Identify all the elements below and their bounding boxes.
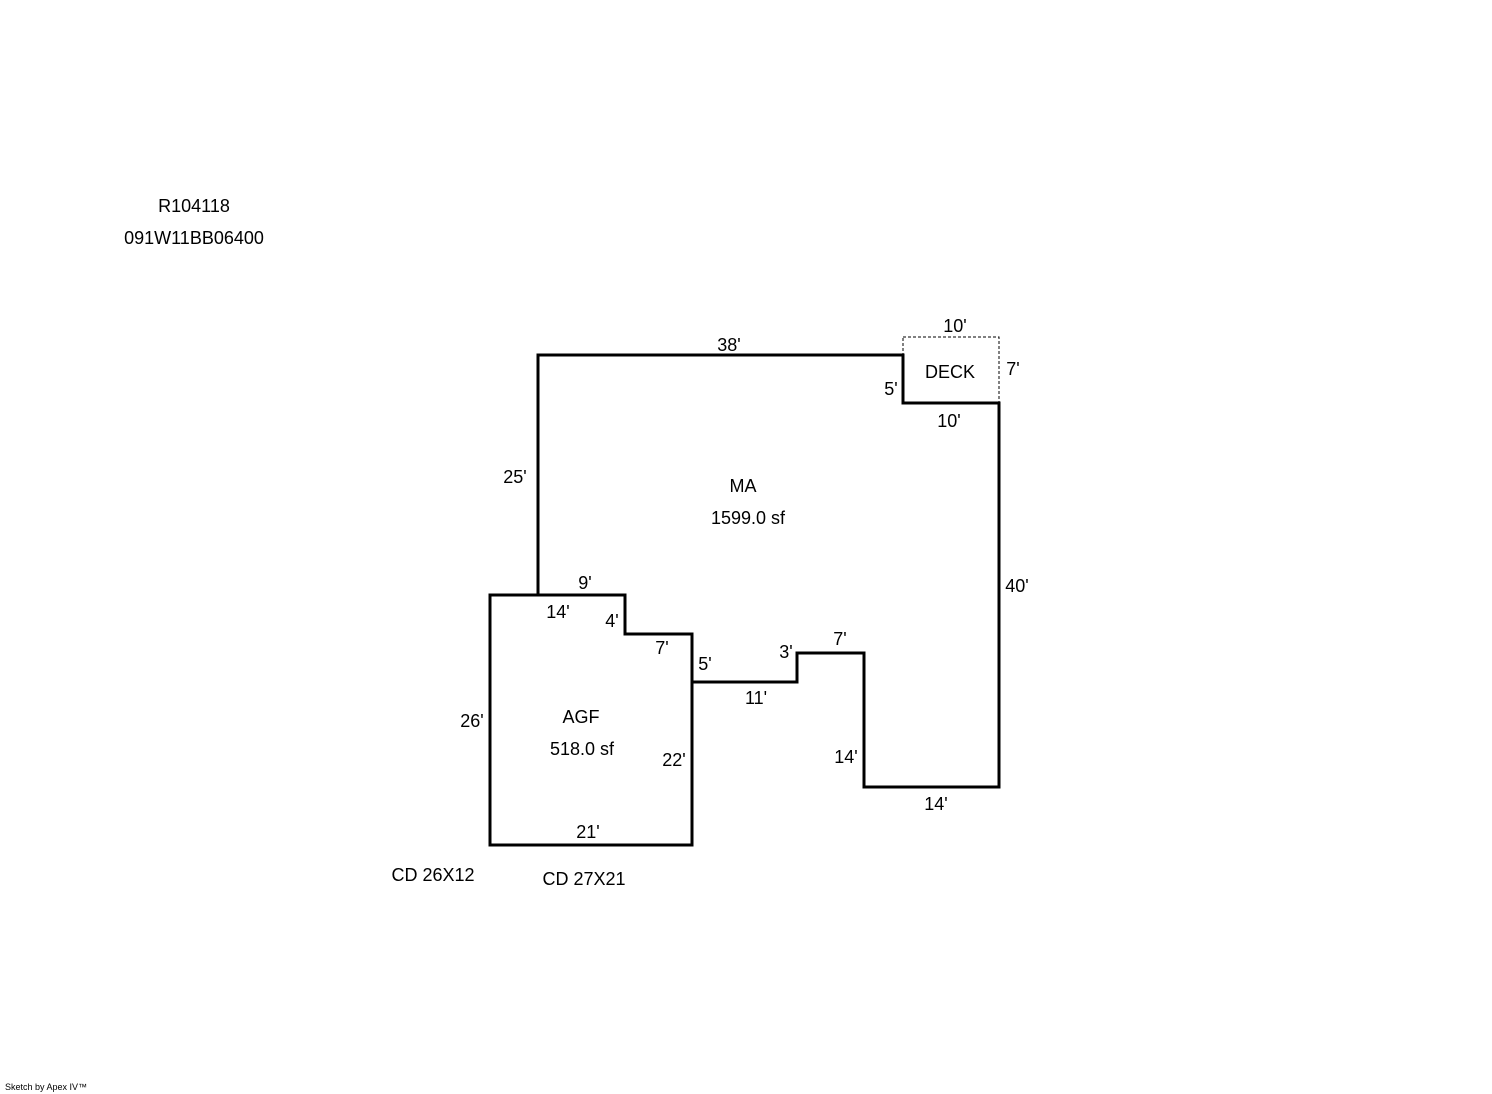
dim-agf-right: 22' [662,750,685,770]
dim-agf-step-top: 7' [655,638,668,658]
dim-ma-bottom-right: 14' [924,794,947,814]
dim-deck-right: 7' [1006,359,1019,379]
cd-note-left: CD 26X12 [391,865,474,885]
dim-ma-right: 40' [1005,576,1028,596]
dim-ma-left: 25' [503,467,526,487]
dim-ma-notch-bottom: 10' [937,411,960,431]
dim-agf-bottom: 21' [576,822,599,842]
dim-agf-right-upper: 5' [698,654,711,674]
main-area-outline [536,353,1001,789]
sketch-credit: Sketch by Apex IV™ [5,1082,87,1092]
dim-ma-inner-vertical: 14' [834,747,857,767]
dim-agf-left: 26' [460,711,483,731]
agf-label: AGF [562,707,599,727]
ma-label: MA [730,476,757,496]
cd-note-right: CD 27X21 [542,869,625,889]
deck-label: DECK [925,362,975,382]
agf-area: 518.0 sf [550,739,615,759]
parcel-id: R104118 [158,196,230,216]
dim-ma-notch-step: 5' [884,379,897,399]
dim-ma-step-top: 7' [833,629,846,649]
agf-outline [488,593,694,847]
dim-ma-bottom-left: 9' [578,573,591,593]
dim-agf-top: 14' [546,602,569,622]
dim-deck-top: 10' [943,316,966,336]
dim-ma-top: 38' [717,335,740,355]
dim-ma-step-small: 3' [779,642,792,662]
dim-ma-bottom-mid: 11' [745,688,767,708]
ma-area: 1599.0 sf [711,508,786,528]
dim-agf-step: 4' [605,611,618,631]
map-number: 091W11BB06400 [124,228,264,248]
